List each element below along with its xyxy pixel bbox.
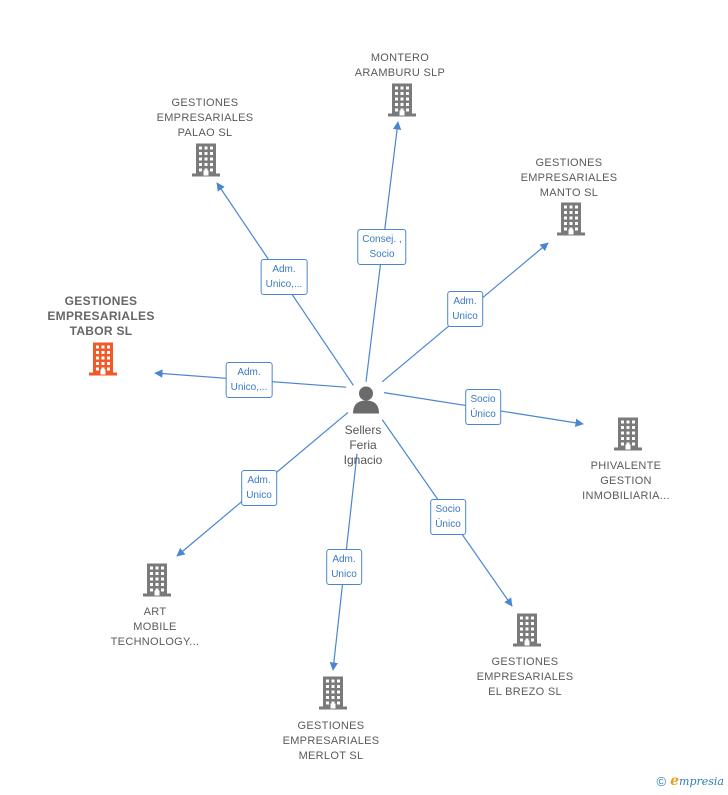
building-icon [319,676,347,710]
node-manto[interactable] [555,201,587,242]
node-tabor[interactable] [87,341,119,382]
edge-label-tabor[interactable]: Adm. Unico,... [225,362,273,398]
node-phivalente[interactable] [612,416,644,457]
building-icon [192,143,220,177]
building-icon [388,83,416,117]
center-person-node[interactable] [351,385,381,420]
brand-initial: e [670,773,680,789]
edge-label-montero[interactable]: Consej. , Socio [357,229,407,265]
edge-label-merlot[interactable]: Adm. Unico [326,549,362,585]
edge-label-manto[interactable]: Adm. Unico [447,291,483,327]
node-label-montero[interactable]: MONTERO ARAMBURU SLP [354,52,446,79]
brand-name: mpresia [679,775,724,788]
edge-label-art[interactable]: Adm. Unico [241,470,277,506]
node-montero[interactable] [386,82,418,123]
node-label-art[interactable]: ART MOBILE TECHNOLOGY... [110,606,200,648]
building-icon [89,342,117,376]
node-label-merlot[interactable]: GESTIONES EMPRESARIALES MERLOT SL [282,720,380,762]
center-person-label[interactable]: Sellers Feria Ignacio [343,423,383,467]
copyright-icon: © [656,773,667,789]
node-palao[interactable] [190,142,222,183]
building-icon [614,417,642,451]
footer: © empresia [657,773,724,789]
brand-logo[interactable]: empresia [670,773,724,789]
node-label-phivalente[interactable]: PHIVALENTE GESTION INMOBILIARIA... [582,460,670,502]
node-label-tabor[interactable]: GESTIONES EMPRESARIALES TABOR SL [47,294,155,338]
node-label-brezo[interactable]: GESTIONES EMPRESARIALES EL BREZO SL [476,656,574,698]
edge-label-palao[interactable]: Adm. Unico,... [260,259,308,295]
node-art[interactable] [141,562,173,603]
node-brezo[interactable] [511,612,543,653]
node-label-palao[interactable]: GESTIONES EMPRESARIALES PALAO SL [156,97,254,139]
building-icon [143,563,171,597]
person-icon [353,386,379,414]
building-icon [513,613,541,647]
node-label-manto[interactable]: GESTIONES EMPRESARIALES MANTO SL [520,157,618,199]
node-merlot[interactable] [317,675,349,716]
edge-label-phivalente[interactable]: Socio Único [465,389,501,425]
edge-label-brezo[interactable]: Socio Único [430,499,466,535]
building-icon [557,202,585,236]
